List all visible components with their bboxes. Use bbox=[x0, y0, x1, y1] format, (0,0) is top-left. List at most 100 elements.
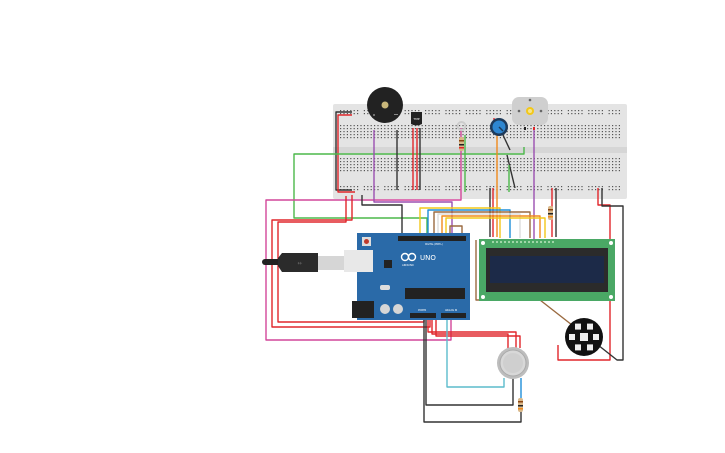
breadboard-hole bbox=[598, 134, 600, 136]
usb-cable[interactable]: ⇷ bbox=[262, 253, 344, 272]
breadboard-hole bbox=[360, 134, 362, 136]
lcd-pin bbox=[492, 241, 494, 243]
breadboard-hole bbox=[363, 164, 365, 166]
breadboard-hole bbox=[588, 128, 590, 130]
neopixel-ring[interactable] bbox=[565, 318, 603, 356]
breadboard-hole bbox=[571, 128, 573, 130]
breadboard-hole bbox=[367, 125, 369, 127]
wire-black-pot[interactable] bbox=[502, 134, 511, 151]
breadboard-hole bbox=[353, 128, 355, 130]
breadboard-hole bbox=[353, 167, 355, 169]
breadboard-hole bbox=[486, 110, 488, 112]
breadboard-hole bbox=[550, 170, 552, 172]
lcd-display[interactable] bbox=[479, 239, 615, 301]
temp-sensor[interactable]: TMP bbox=[411, 112, 422, 126]
wire-red-2[interactable] bbox=[271, 195, 431, 328]
lcd-pin bbox=[524, 241, 526, 243]
breadboard-hole bbox=[438, 170, 440, 172]
resistor[interactable] bbox=[456, 121, 467, 151]
breadboard[interactable] bbox=[333, 104, 627, 199]
wire-yellow[interactable] bbox=[419, 207, 501, 238]
breadboard-hole bbox=[448, 164, 450, 166]
gas-sensor[interactable] bbox=[497, 347, 529, 379]
wire-cyan-gas[interactable] bbox=[446, 320, 505, 388]
wire-black-pot-2[interactable] bbox=[506, 154, 516, 189]
breadboard-hole bbox=[516, 158, 518, 160]
wire-yellow-2[interactable] bbox=[445, 217, 546, 238]
breadboard-hole bbox=[571, 134, 573, 136]
wire-black-neopixel[interactable] bbox=[597, 188, 624, 361]
arduino-logo bbox=[400, 252, 417, 262]
breadboard-hole bbox=[465, 170, 467, 172]
potentiometer[interactable] bbox=[490, 118, 508, 136]
resistor[interactable] bbox=[518, 398, 523, 412]
breadboard-hole bbox=[479, 113, 481, 115]
wire-black-gas[interactable] bbox=[425, 320, 514, 406]
breadboard-hole bbox=[462, 134, 464, 136]
breadboard-hole bbox=[581, 125, 583, 127]
breadboard-hole bbox=[394, 131, 396, 133]
breadboard-hole bbox=[465, 128, 467, 130]
breadboard-hole bbox=[557, 167, 559, 169]
breadboard-hole bbox=[567, 158, 569, 160]
breadboard-hole bbox=[387, 125, 389, 127]
breadboard-hole bbox=[615, 158, 617, 160]
breadboard-hole bbox=[394, 137, 396, 139]
breadboard-hole bbox=[438, 128, 440, 130]
wire-black-gas-2[interactable] bbox=[423, 320, 522, 423]
wire-black[interactable] bbox=[335, 111, 352, 191]
breadboard-hole bbox=[547, 158, 549, 160]
breadboard-hole bbox=[554, 128, 556, 130]
wire-orange[interactable] bbox=[441, 215, 541, 238]
breadboard-hole bbox=[404, 161, 406, 163]
wire-black-2[interactable] bbox=[361, 195, 403, 238]
breadboard-hole bbox=[418, 110, 420, 112]
breadboard-hole bbox=[479, 128, 481, 130]
breadboard-hole bbox=[387, 161, 389, 163]
breadboard-hole bbox=[615, 161, 617, 163]
breadboard-hole bbox=[357, 170, 359, 172]
breadboard-hole bbox=[510, 131, 512, 133]
breadboard-hole bbox=[445, 128, 447, 130]
wire-brown[interactable] bbox=[433, 211, 531, 238]
breadboard-hole bbox=[472, 189, 474, 191]
wire-blue[interactable] bbox=[427, 209, 511, 238]
breadboard-hole bbox=[571, 158, 573, 160]
breadboard-hole bbox=[380, 161, 382, 163]
wire-brown-2[interactable] bbox=[449, 225, 463, 238]
wire-purple-buzzer[interactable] bbox=[373, 130, 453, 242]
breadboard-hole bbox=[547, 134, 549, 136]
buzzer[interactable] bbox=[367, 87, 403, 123]
breadboard-hole bbox=[438, 125, 440, 127]
breadboard-hole bbox=[503, 161, 505, 163]
breadboard-hole bbox=[567, 131, 569, 133]
wire-red-gas[interactable] bbox=[427, 320, 517, 348]
breadboard-hole bbox=[476, 170, 478, 172]
breadboard-hole bbox=[445, 113, 447, 115]
dc-motor[interactable] bbox=[512, 97, 548, 130]
breadboard-hole bbox=[547, 137, 549, 139]
breadboard-hole bbox=[367, 128, 369, 130]
breadboard-hole bbox=[476, 158, 478, 160]
breadboard-hole bbox=[397, 161, 399, 163]
wire-white[interactable] bbox=[437, 213, 521, 238]
breadboard-hole bbox=[547, 131, 549, 133]
resistor[interactable] bbox=[548, 206, 553, 220]
gas-sensor-mesh bbox=[503, 353, 523, 373]
breadboard-hole bbox=[479, 137, 481, 139]
breadboard-hole bbox=[462, 158, 464, 160]
breadboard-hole bbox=[459, 161, 461, 163]
breadboard-hole bbox=[425, 189, 427, 191]
breadboard-hole bbox=[448, 113, 450, 115]
breadboard-hole bbox=[581, 189, 583, 191]
breadboard-hole bbox=[353, 161, 355, 163]
breadboard-hole bbox=[493, 170, 495, 172]
breadboard-hole bbox=[486, 167, 488, 169]
wire-red-gas-3[interactable] bbox=[435, 320, 521, 348]
breadboard-hole bbox=[588, 158, 590, 160]
wire-green[interactable] bbox=[293, 147, 525, 238]
wire-red-gas-2[interactable] bbox=[431, 320, 509, 348]
breadboard-hole bbox=[391, 186, 393, 188]
breadboard-hole bbox=[486, 128, 488, 130]
arduino-uno[interactable]: UNO ARDUINO DIGITAL (PWM~) POWER ANALOG … bbox=[344, 233, 470, 320]
